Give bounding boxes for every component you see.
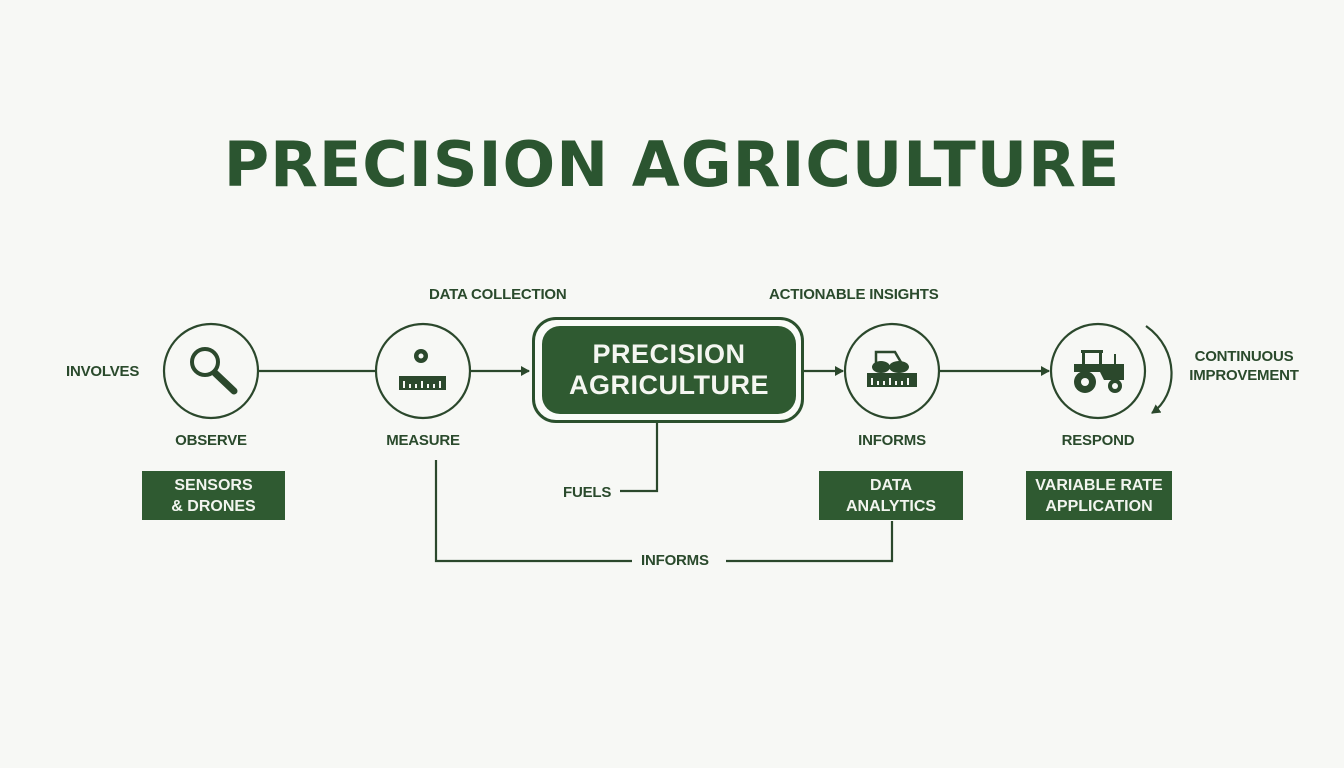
central-node: PRECISION AGRICULTURE	[542, 326, 796, 414]
node-label-informs: INFORMS	[858, 432, 926, 449]
node-label-measure: MEASURE	[386, 432, 460, 449]
continuous-improvement-arc	[1145, 325, 1173, 414]
label-data-collection: DATA COLLECTION	[429, 286, 567, 303]
central-node-line1: PRECISION	[592, 339, 746, 369]
box-sensors-line2: & DRONES	[171, 497, 256, 515]
box-sensors-line1: SENSORS	[174, 476, 253, 494]
box-data-analytics: DATA ANALYTICS	[819, 471, 963, 520]
box-vra-line2: APPLICATION	[1045, 497, 1153, 515]
measure-circle	[374, 322, 472, 420]
box-variable-rate-application: VARIABLE RATE APPLICATION	[1026, 471, 1172, 520]
node-label-observe: OBSERVE	[175, 432, 247, 449]
central-node-line2: AGRICULTURE	[569, 370, 769, 400]
respond-circle	[1049, 322, 1147, 420]
label-continuous-improvement: CONTINUOUS IMPROVEMENT	[1182, 347, 1306, 385]
node-label-respond: RESPOND	[1061, 432, 1135, 449]
field-machine-icon	[867, 350, 917, 387]
edge-informs-left	[434, 460, 632, 563]
sensor-ruler-icon	[399, 349, 446, 390]
box-sensors-drones: SENSORS & DRONES	[142, 471, 285, 520]
label-actionable-insights: ACTIONABLE INSIGHTS	[769, 286, 939, 303]
continuous-line2: IMPROVEMENT	[1189, 367, 1299, 384]
edge-fuels	[620, 421, 659, 493]
label-fuels: FUELS	[563, 484, 612, 501]
continuous-line1: CONTINUOUS	[1194, 348, 1294, 365]
tractor-icon	[1074, 350, 1124, 393]
magnifier-icon	[190, 347, 238, 395]
page-title: PRECISION AGRICULTURE	[223, 128, 1121, 201]
box-vra-line1: VARIABLE RATE	[1035, 476, 1163, 494]
label-informs-bottom: INFORMS	[641, 552, 709, 569]
label-involves: INVOLVES	[66, 363, 140, 380]
informs-circle	[843, 322, 941, 420]
edge-informs-right	[726, 521, 894, 563]
box-analytics-line2: ANALYTICS	[845, 497, 937, 515]
box-analytics-line1: DATA	[869, 476, 913, 494]
observe-circle	[162, 322, 260, 420]
